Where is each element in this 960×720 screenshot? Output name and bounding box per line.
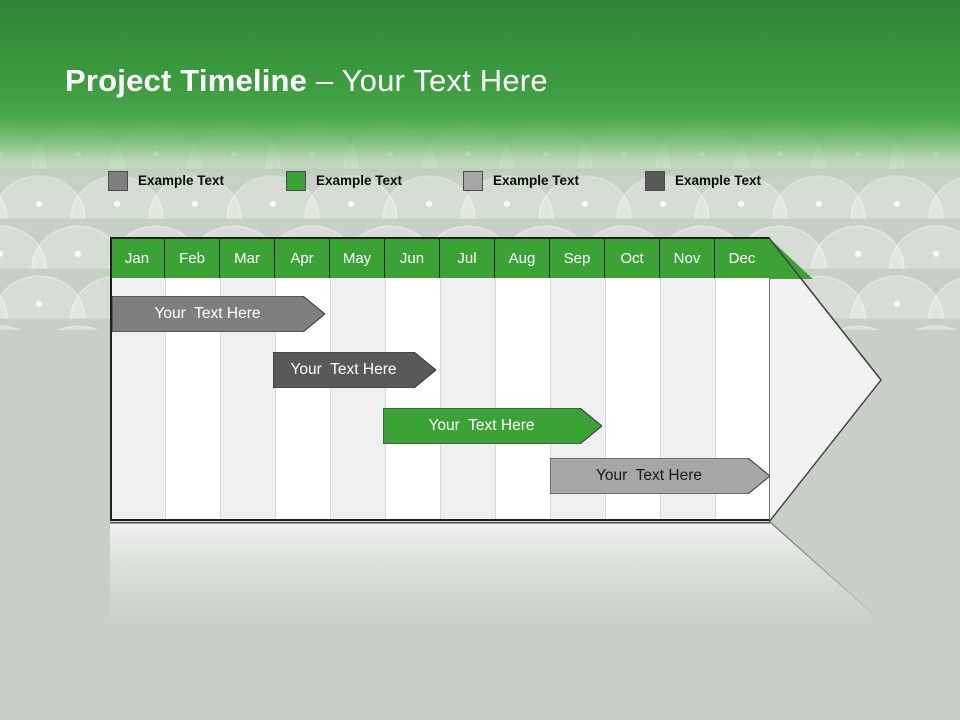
timeline-bar[interactable]: Your Text Here	[550, 458, 770, 494]
timeline-bar[interactable]: Your Text Here	[383, 408, 602, 444]
column-divider	[550, 278, 551, 520]
month-header-apr[interactable]: Apr	[275, 238, 330, 278]
legend-swatch-icon	[645, 171, 665, 191]
column-divider	[330, 278, 331, 520]
legend-swatch-icon	[108, 171, 128, 191]
column-divider	[220, 278, 221, 520]
page-title: Project Timeline – Your Text Here	[65, 60, 548, 102]
month-header-oct[interactable]: Oct	[605, 238, 660, 278]
legend-swatch-icon	[463, 171, 483, 191]
timeline-arrow-head	[769, 236, 882, 524]
column-divider	[660, 278, 661, 520]
column-divider	[715, 278, 716, 520]
column-divider	[275, 278, 276, 520]
grid-left-border	[110, 238, 112, 520]
legend: Example Text Example Text Example Text Exam…	[108, 168, 908, 196]
month-header-jun[interactable]: Jun	[385, 238, 440, 278]
timeline-bar-shape	[383, 408, 602, 444]
timeline-bar-shape	[273, 352, 436, 388]
timeline-bar[interactable]: Your Text Here	[112, 296, 325, 332]
column-divider	[605, 278, 606, 520]
month-header-jan[interactable]: Jan	[110, 238, 165, 278]
timeline-bar[interactable]: Your Text Here	[273, 352, 436, 388]
legend-item-label: Example Text	[316, 173, 403, 188]
month-header-dec[interactable]: Dec	[715, 238, 770, 278]
timeline-column: Feb	[165, 238, 220, 520]
grid-top-border	[110, 237, 770, 239]
column-divider	[385, 278, 386, 520]
column-divider	[165, 278, 166, 520]
month-header-feb[interactable]: Feb	[165, 238, 220, 278]
month-header-may[interactable]: May	[330, 238, 385, 278]
timeline-reflection	[110, 522, 883, 623]
page-title-regular: – Your Text Here	[307, 63, 548, 98]
timeline-column: Jan	[110, 238, 165, 520]
month-header-sep[interactable]: Sep	[550, 238, 605, 278]
month-header-jul[interactable]: Jul	[440, 238, 495, 278]
header-green-gradient	[0, 0, 960, 200]
column-divider	[440, 278, 441, 520]
timeline-bar-shape	[112, 296, 325, 332]
legend-item-label: Example Text	[493, 173, 580, 188]
timeline-column: Mar	[220, 238, 275, 520]
month-header-nov[interactable]: Nov	[660, 238, 715, 278]
grid-bottom-border	[110, 519, 770, 521]
column-divider	[495, 278, 496, 520]
timeline-column: Jul	[440, 238, 495, 520]
timeline-column: Aug	[495, 238, 550, 520]
legend-item-label: Example Text	[675, 173, 762, 188]
timeline-bar-shape	[550, 458, 770, 494]
month-header-mar[interactable]: Mar	[220, 238, 275, 278]
legend-swatch-icon	[286, 171, 306, 191]
page-title-bold: Project Timeline	[65, 63, 308, 98]
legend-item-label: Example Text	[138, 173, 225, 188]
month-header-aug[interactable]: Aug	[495, 238, 550, 278]
